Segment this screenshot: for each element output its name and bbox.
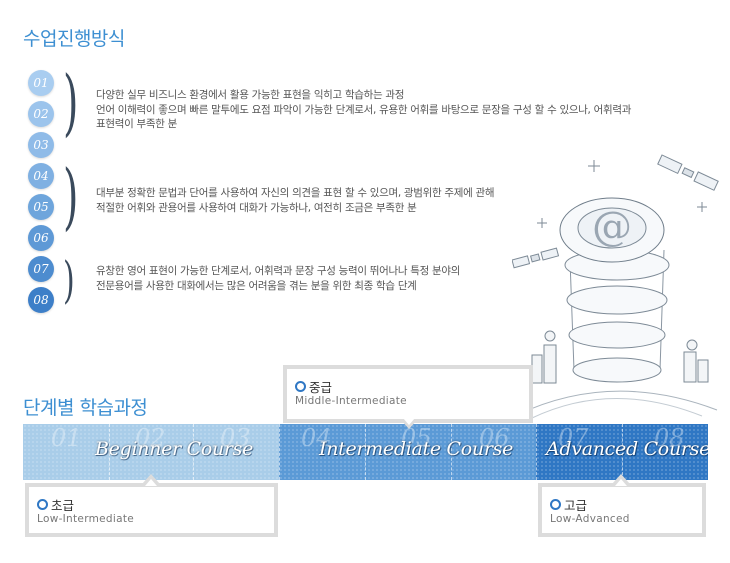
middle-level-label-wrap: 중급	[295, 377, 332, 396]
bracket-icon: )	[63, 251, 75, 309]
section-title-class-method: 수업진행방식	[23, 28, 125, 50]
middle-level-label: 중급	[309, 380, 333, 395]
band-number-07: 07	[558, 424, 589, 452]
level-number-05: 05	[28, 194, 54, 220]
bullet-ring-icon	[295, 381, 306, 392]
level-group-3: 07 08	[28, 256, 54, 318]
band-number-06: 06	[479, 424, 510, 452]
level-number-06: 06	[28, 225, 54, 251]
email-at-tower-satellites-icon: @	[512, 154, 719, 419]
low-level-label-wrap: 초급	[37, 495, 74, 514]
low-level-box: 초급 Low-Intermediate	[25, 483, 278, 537]
band-number-03: 03	[220, 424, 251, 452]
advanced-level-subtitle: Low-Advanced	[550, 513, 630, 525]
level-group-2-description: 대부분 정확한 문법과 단어를 사용하여 자신의 의견을 표현 할 수 있으며,…	[96, 186, 696, 215]
level-group-2: 04 05 06	[28, 163, 54, 256]
level-number-01: 01	[28, 70, 54, 96]
level-group-1: 01 02 03	[28, 70, 54, 163]
advanced-course-band: 07 08 Advanced Course	[536, 424, 708, 480]
band-number-04: 04	[301, 424, 332, 452]
bullet-ring-icon	[550, 499, 561, 510]
band-number-08: 08	[654, 424, 685, 452]
middle-level-subtitle: Middle-Intermediate	[295, 395, 407, 407]
intermediate-course-band: 04 05 06 Intermediate Course	[279, 424, 536, 480]
desc-line: 다양한 실무 비즈니스 환경에서 활용 가능한 표현을 익히고 학습하는 과정	[96, 89, 405, 101]
bullet-ring-icon	[37, 499, 48, 510]
advanced-course-label: Advanced Course	[546, 438, 708, 460]
level-group-3-description: 유창한 영어 표현이 가능한 단계로서, 어휘력과 문장 구성 능력이 뛰어나나…	[96, 264, 696, 293]
advanced-level-label: 고급	[564, 498, 588, 513]
desc-line: 대부분 정확한 문법과 단어를 사용하여 자신의 의견을 표현 할 수 있으며,…	[96, 187, 495, 199]
intermediate-course-label: Intermediate Course	[319, 438, 514, 460]
section-title-course-steps: 단계별 학습과정	[23, 397, 148, 419]
level-number-08: 08	[28, 287, 54, 313]
band-number-01: 01	[51, 424, 82, 452]
bracket-icon: )	[63, 60, 79, 144]
low-level-subtitle: Low-Intermediate	[37, 513, 135, 525]
low-level-label: 초급	[51, 498, 75, 513]
advanced-level-label-wrap: 고급	[550, 495, 587, 514]
desc-line: 전문용어를 사용한 대화에서는 많은 어려움을 겪는 분을 위한 최종 학습 단…	[96, 279, 417, 292]
level-number-04: 04	[28, 163, 54, 189]
desc-line: 적절한 어휘와 관용어를 사용하여 대화가 가능하나, 여전히 조금은 부족한 …	[96, 201, 417, 214]
level-number-02: 02	[28, 101, 54, 127]
level-number-03: 03	[28, 132, 54, 158]
svg-text:@: @	[592, 204, 632, 250]
beginner-course-label: Beginner Course	[95, 438, 254, 460]
desc-line: 유창한 영어 표현이 가능한 단계로서, 어휘력과 문장 구성 능력이 뛰어나나…	[96, 265, 461, 277]
beginner-course-band: 01 02 03 Beginner Course	[23, 424, 279, 480]
bracket-icon: )	[63, 154, 79, 238]
level-group-1-description: 다양한 실무 비즈니스 환경에서 활용 가능한 표현을 익히고 학습하는 과정 …	[96, 88, 696, 132]
middle-level-box: 중급 Middle-Intermediate	[283, 365, 533, 423]
desc-line: 언어 이해력이 좋으며 빠른 말투에도 요점 파악이 가능한 단계로서, 유용한…	[96, 103, 632, 116]
advanced-level-box: 고급 Low-Advanced	[538, 483, 706, 537]
level-number-07: 07	[28, 256, 54, 282]
desc-line: 표현력이 부족한 분	[96, 118, 177, 130]
band-number-02: 02	[135, 424, 166, 452]
